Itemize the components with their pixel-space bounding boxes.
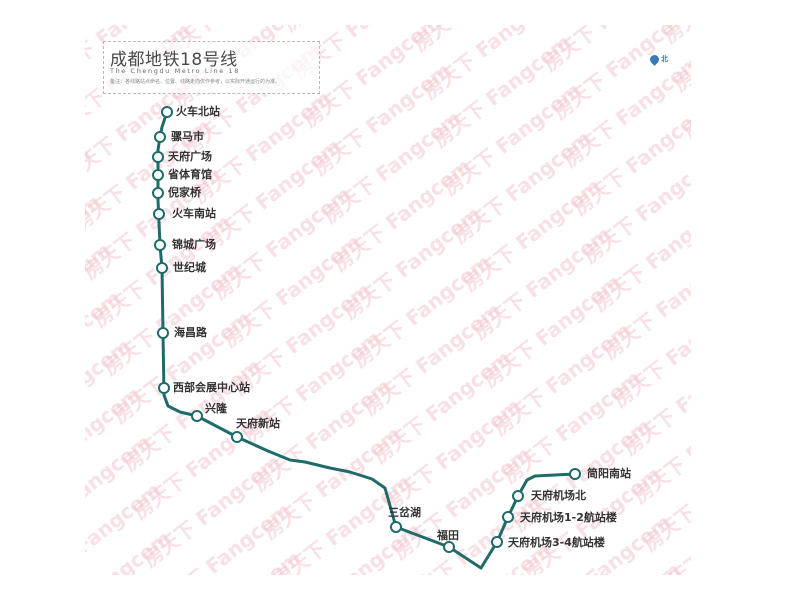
- map-title-box: 成都地铁18号线 The Chengdu Metro Line 18 备注：各线…: [103, 41, 320, 94]
- station-marker-icon: [161, 106, 173, 118]
- map-subtitle-english: The Chengdu Metro Line 18: [110, 67, 240, 75]
- station-label: 锦城广场: [172, 238, 216, 251]
- station-marker-icon: [390, 521, 402, 533]
- station-label: 福田: [437, 529, 459, 542]
- map-background: [85, 25, 691, 575]
- station-marker-icon: [158, 382, 170, 394]
- station-label: 天府机场1-2航站楼: [520, 511, 617, 524]
- station-label: 省体育馆: [168, 168, 212, 181]
- station-label: 天府新站: [236, 417, 280, 430]
- map-note: 备注：各线路站点命名、位置、线路走向仅作参考，以实际开通运行的为准。: [110, 79, 281, 85]
- station-marker-icon: [156, 262, 168, 274]
- station-marker-icon: [153, 208, 165, 220]
- station-label: 火车北站: [176, 105, 220, 118]
- station-markers: [152, 106, 581, 553]
- station-label: 倪家桥: [168, 186, 201, 199]
- station-marker-icon: [154, 131, 166, 143]
- station-marker-icon: [152, 187, 164, 199]
- station-marker-icon: [231, 431, 243, 443]
- station-label: 海昌路: [174, 326, 207, 339]
- station-marker-icon: [191, 410, 203, 422]
- station-label: 简阳南站: [587, 467, 631, 480]
- station-label: 西部会展中心站: [173, 381, 250, 394]
- station-marker-icon: [154, 239, 166, 251]
- station-label: 三岔湖: [388, 506, 421, 519]
- station-label: 骡马市: [171, 130, 204, 143]
- station-marker-icon: [512, 490, 524, 502]
- north-label: 北: [661, 55, 668, 63]
- station-marker-icon: [152, 151, 164, 163]
- map-title: 成都地铁18号线: [110, 50, 238, 70]
- station-marker-icon: [157, 327, 169, 339]
- station-label: 火车南站: [172, 207, 216, 220]
- line-track: [156, 110, 577, 570]
- station-label: 兴隆: [205, 402, 227, 415]
- station-label: 世纪城: [173, 261, 206, 274]
- north-compass: 北: [648, 52, 668, 66]
- station-marker-icon: [152, 169, 164, 181]
- station-label: 天府机场北: [531, 489, 586, 502]
- station-label: 天府广场: [168, 150, 212, 163]
- station-marker-icon: [491, 536, 503, 548]
- station-marker-icon: [502, 511, 514, 523]
- station-marker-icon: [443, 541, 455, 553]
- station-marker-icon: [569, 468, 581, 480]
- station-label: 天府机场3-4航站楼: [508, 536, 605, 549]
